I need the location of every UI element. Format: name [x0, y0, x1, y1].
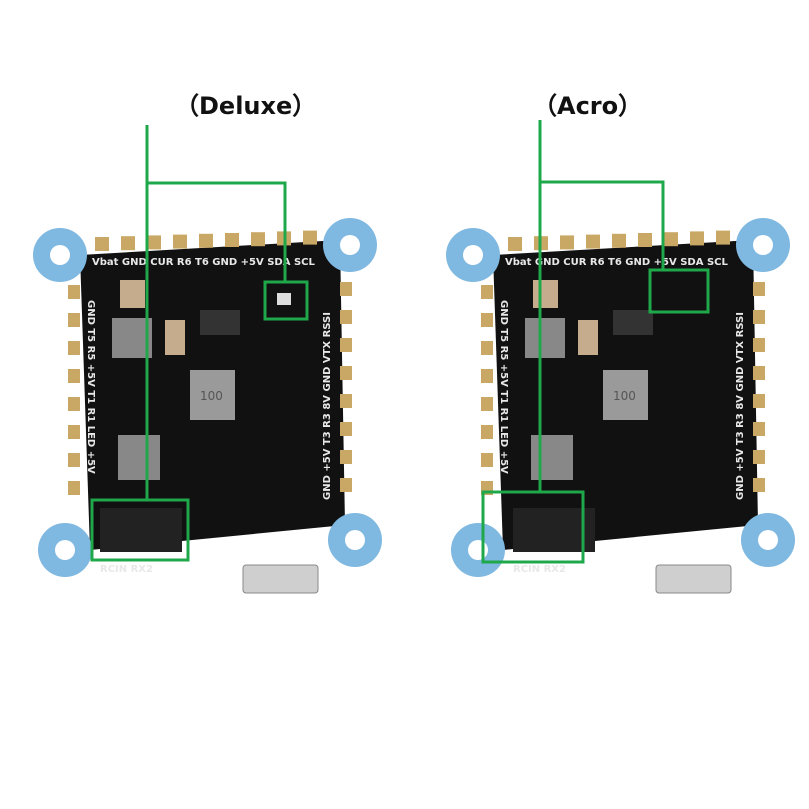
solder-pad — [68, 481, 80, 495]
solder-pad — [173, 234, 187, 249]
solder-pad — [340, 422, 352, 436]
silkscreen-bottom: RCIN RX2 — [100, 564, 153, 575]
solder-pad — [481, 425, 493, 439]
mount-hole — [758, 530, 778, 550]
capacitor — [533, 280, 558, 308]
solder-pad — [586, 234, 600, 249]
mount-hole — [468, 540, 488, 560]
capacitor — [120, 280, 145, 308]
silkscreen-right: GND +5V T3 R3 8V GND VTX RSSI — [322, 312, 333, 500]
solder-pad — [753, 478, 765, 492]
inductor — [118, 435, 160, 480]
solder-pad — [68, 285, 80, 299]
solder-pad — [753, 450, 765, 464]
inductor — [112, 318, 152, 358]
solder-pad — [753, 282, 765, 296]
solder-pad — [638, 233, 652, 247]
solder-pad — [753, 422, 765, 436]
solder-pad — [340, 282, 352, 296]
mount-hole — [50, 245, 70, 265]
solder-pad — [753, 366, 765, 380]
acro-board: Vbat GND CUR R6 T6 GND +5V SDA SCL GND T5… — [446, 120, 795, 594]
solder-pad — [340, 366, 352, 380]
usb-connector — [655, 564, 732, 594]
mount-hole — [345, 530, 365, 550]
silkscreen-bottom: RCIN RX2 — [513, 564, 566, 575]
ic — [613, 310, 653, 335]
deluxe-label: （Deluxe） — [175, 92, 317, 120]
solder-pad — [612, 233, 626, 248]
ic — [200, 310, 240, 335]
mount-hole — [463, 245, 483, 265]
solder-pad — [481, 341, 493, 355]
solder-pad — [340, 450, 352, 464]
mount-hole — [753, 235, 773, 255]
silkscreen-top: Vbat GND CUR R6 T6 GND +5V SDA SCL — [505, 257, 728, 268]
solder-pad — [716, 230, 730, 245]
solder-pad — [225, 233, 239, 247]
highlight-box — [648, 268, 710, 314]
solder-pad — [690, 231, 704, 246]
silkscreen-left: GND T5 R5 +5V T1 R1 LED +5V — [498, 300, 509, 474]
solder-pad — [560, 235, 574, 250]
solder-pad — [340, 338, 352, 352]
ic — [100, 508, 182, 552]
inductor — [190, 370, 235, 420]
silkscreen-top: Vbat GND CUR R6 T6 GND +5V SDA SCL — [92, 257, 315, 268]
solder-pad — [68, 313, 80, 327]
solder-pad — [340, 394, 352, 408]
chip-marking: 100 — [613, 389, 636, 403]
callout-line — [147, 181, 287, 282]
callout-line — [540, 180, 665, 270]
capacitor — [578, 320, 598, 355]
solder-pad — [199, 233, 213, 248]
solder-pad — [481, 453, 493, 467]
solder-pad — [95, 237, 109, 251]
silkscreen-left: GND T5 R5 +5V T1 R1 LED +5V — [85, 300, 96, 474]
capacitor — [165, 320, 185, 355]
solder-pad — [664, 232, 678, 247]
mount-hole — [55, 540, 75, 560]
solder-pad — [68, 369, 80, 383]
solder-pad — [753, 310, 765, 324]
solder-pad — [340, 310, 352, 324]
sensor-chip — [277, 293, 291, 305]
chip-marking: 100 — [200, 389, 223, 403]
solder-pad — [68, 397, 80, 411]
solder-pad — [753, 338, 765, 352]
solder-pad — [481, 313, 493, 327]
inductor — [525, 318, 565, 358]
highlight-box — [263, 280, 309, 321]
solder-pad — [121, 236, 135, 251]
solder-pad — [251, 232, 265, 247]
acro-label: （Acro） — [533, 92, 643, 120]
ic — [513, 508, 595, 552]
solder-pad — [147, 235, 161, 250]
deluxe-board: Vbat GND CUR R6 T6 GND +5V SDA SCL GND T5… — [33, 125, 382, 594]
inductor — [603, 370, 648, 420]
solder-pad — [68, 341, 80, 355]
solder-pad — [68, 425, 80, 439]
solder-pad — [303, 230, 317, 245]
highlight-box — [481, 490, 585, 564]
solder-pad — [68, 453, 80, 467]
solder-pad — [481, 369, 493, 383]
inductor — [531, 435, 573, 480]
solder-pad — [753, 394, 765, 408]
mount-hole — [340, 235, 360, 255]
silkscreen-right: GND +5V T3 R3 8V GND VTX RSSI — [735, 312, 746, 500]
solder-pad — [508, 237, 522, 251]
highlight-box — [90, 498, 190, 562]
solder-pad — [481, 285, 493, 299]
solder-pad — [481, 397, 493, 411]
usb-connector — [242, 564, 319, 594]
solder-pad — [340, 478, 352, 492]
